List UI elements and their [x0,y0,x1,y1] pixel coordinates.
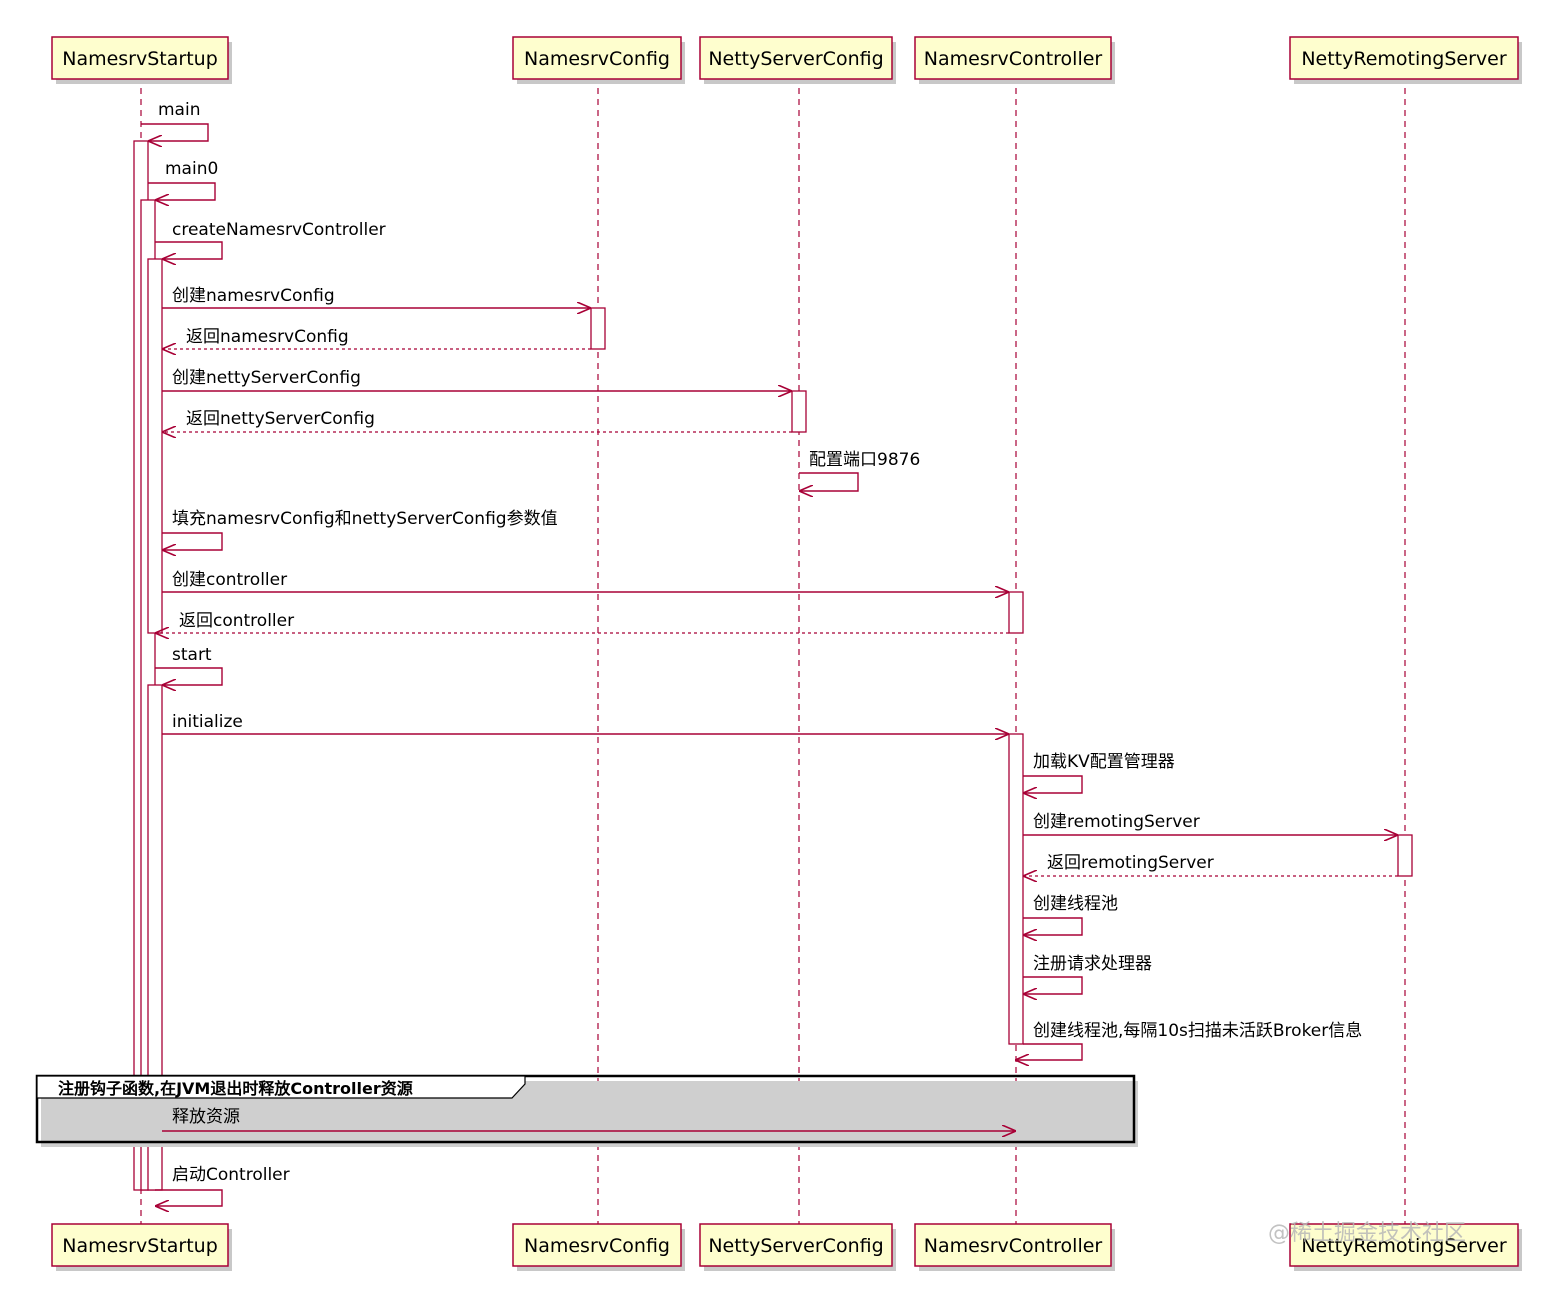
svg-text:填充namesrvConfig和nettyServerCon: 填充namesrvConfig和nettyServerConfig参数值 [172,509,558,529]
message-return-netty-server-config: 返回nettyServerConfig [163,409,792,432]
svg-text:创建controller: 创建controller [172,570,287,590]
svg-text:返回remotingServer: 返回remotingServer [1047,853,1214,873]
message-return-remoting-server: 返回remotingServer [1024,853,1398,876]
message-create-namesrv-controller: createNamesrvController [155,220,386,259]
participant-controller-bottom: NamesrvController [914,1223,1115,1271]
svg-text:initialize: initialize [172,712,243,732]
svg-text:返回namesrvConfig: 返回namesrvConfig [186,327,349,347]
svg-text:创建namesrvConfig: 创建namesrvConfig [172,286,335,306]
svg-text:NettyServerConfig: NettyServerConfig [708,48,883,70]
svg-text:NamesrvConfig: NamesrvConfig [524,1235,670,1257]
participant-startup-top: NamesrvStartup [51,36,232,84]
participant-config-bottom: NamesrvConfig [512,1223,685,1271]
svg-text:加载KV配置管理器: 加载KV配置管理器 [1033,752,1175,772]
message-create-remoting-server: 创建remotingServer [1023,812,1397,835]
group-frame-shutdown-hook: 注册钩子函数,在JVM退出时释放Controller资源 [35,1074,1138,1147]
svg-text:NettyServerConfig: NettyServerConfig [708,1235,883,1257]
message-configure-port: 配置端口9876 [799,450,920,491]
message-start: start [155,645,223,685]
svg-text:返回controller: 返回controller [179,611,294,631]
svg-text:注册钩子函数,在JVM退出时释放Controller资源: 注册钩子函数,在JVM退出时释放Controller资源 [58,1079,413,1098]
svg-text:createNamesrvController: createNamesrvController [172,220,386,240]
message-return-controller: 返回controller [156,611,1009,633]
activation-bar [1008,733,1024,1045]
svg-text:创建nettyServerConfig: 创建nettyServerConfig [172,368,361,388]
message-register-processor: 注册请求处理器 [1023,954,1152,994]
participant-netty-top: NettyServerConfig [699,36,896,84]
svg-text:NettyRemotingServer: NettyRemotingServer [1301,48,1507,70]
activation-bar [1397,834,1413,877]
svg-text:NamesrvController: NamesrvController [924,48,1103,70]
participant-remoting-bottom: NettyRemotingServer [1289,1223,1522,1271]
message-initialize: initialize [162,712,1008,734]
activation-bar [1008,591,1024,634]
message-fill-params: 填充namesrvConfig和nettyServerConfig参数值 [162,509,558,550]
svg-text:main: main [158,100,200,120]
participant-netty-bottom: NettyServerConfig [699,1223,896,1271]
svg-text:创建线程池,每隔10s扫描未活跃Broker信息: 创建线程池,每隔10s扫描未活跃Broker信息 [1033,1021,1362,1041]
message-load-kv: 加载KV配置管理器 [1023,752,1175,793]
activation-bar [791,390,807,433]
svg-text:NettyRemotingServer: NettyRemotingServer [1301,1235,1507,1257]
svg-text:配置端口9876: 配置端口9876 [809,450,920,470]
svg-text:创建remotingServer: 创建remotingServer [1033,812,1200,832]
watermark-text: @稀土掘金技术社区 [1268,1221,1466,1246]
svg-text:注册请求处理器: 注册请求处理器 [1033,954,1152,974]
svg-text:启动Controller: 启动Controller [172,1165,290,1185]
activation-bar [590,307,606,350]
message-return-namesrv-config: 返回namesrvConfig [163,327,591,349]
svg-text:释放资源: 释放资源 [172,1107,240,1127]
svg-text:start: start [172,645,212,665]
message-start-controller: 启动Controller [155,1165,290,1206]
svg-text:创建线程池: 创建线程池 [1033,894,1118,914]
message-create-controller: 创建controller [162,570,1008,592]
activation-bar [147,258,163,634]
message-scan-broker: 创建线程池,每隔10s扫描未活跃Broker信息 [1016,1021,1362,1060]
svg-text:main0: main0 [165,159,218,179]
message-create-thread-pool: 创建线程池 [1023,894,1118,935]
message-release-resources: 释放资源 [162,1107,1015,1131]
message-create-netty-server-config: 创建nettyServerConfig [162,368,791,391]
message-main0: main0 [148,159,218,200]
participant-config-top: NamesrvConfig [512,36,685,84]
svg-text:NamesrvStartup: NamesrvStartup [62,1235,218,1257]
participant-remoting-top: NettyRemotingServer [1289,36,1522,84]
svg-text:NamesrvStartup: NamesrvStartup [62,48,218,70]
svg-text:返回nettyServerConfig: 返回nettyServerConfig [186,409,375,429]
message-create-namesrv-config: 创建namesrvConfig [162,286,590,308]
svg-text:NamesrvController: NamesrvController [924,1235,1103,1257]
participant-controller-top: NamesrvController [914,36,1115,84]
participant-startup-bottom: NamesrvStartup [51,1223,232,1271]
message-main: main [141,100,209,141]
svg-text:NamesrvConfig: NamesrvConfig [524,48,670,70]
